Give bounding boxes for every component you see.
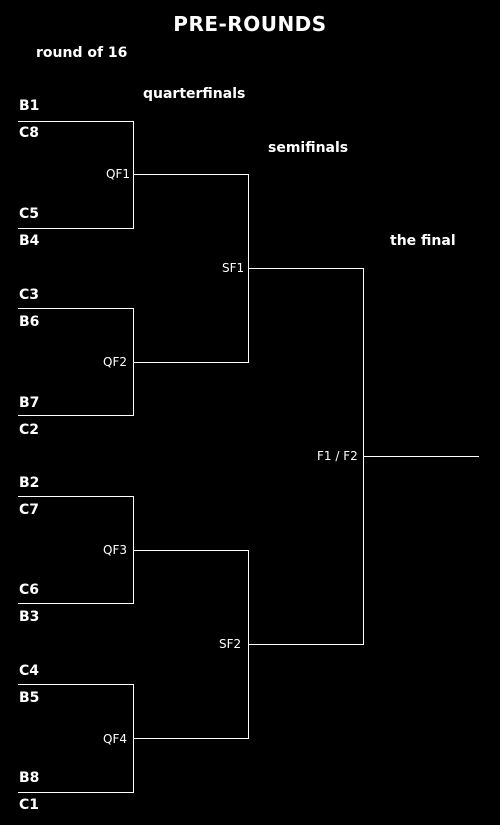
r16-connector-1 [18,121,134,229]
seed-slot: C4 [19,663,40,679]
r16-connector-3 [18,496,134,604]
sf1-label: SF1 [222,261,245,275]
seed-slot: C8 [19,125,40,141]
r16-connector-4 [18,684,134,793]
qf-connector-bottom [133,550,249,739]
sf-connector [248,268,364,645]
page-title: PRE-ROUNDS [173,12,327,36]
semifinals-header: semifinals [268,140,349,156]
qf3-label: QF3 [103,543,127,557]
seed-slot: B7 [19,395,40,411]
seed-slot: C5 [19,206,40,222]
final-header: the final [390,233,456,249]
seed-slot: B5 [19,690,40,706]
final-label: F1 / F2 [317,449,358,463]
qf-connector-top [133,174,249,363]
seed-slot: B4 [19,233,40,249]
seed-slot: B3 [19,609,40,625]
seed-slot: C2 [19,422,40,438]
seed-slot: C7 [19,502,40,518]
seed-slot: C1 [19,797,40,813]
seed-slot: B6 [19,314,40,330]
qf4-label: QF4 [103,732,127,746]
quarterfinals-header: quarterfinals [143,86,246,102]
sf2-label: SF2 [219,637,242,651]
seed-slot: B2 [19,475,40,491]
qf2-label: QF2 [103,355,127,369]
seed-slot: C3 [19,287,40,303]
seed-slot: B1 [19,98,40,114]
qf1-label: QF1 [106,167,130,181]
seed-slot: C6 [19,582,40,598]
r16-connector-2 [18,308,134,416]
seed-slot: B8 [19,770,40,786]
round-of-16-header: round of 16 [36,45,128,61]
